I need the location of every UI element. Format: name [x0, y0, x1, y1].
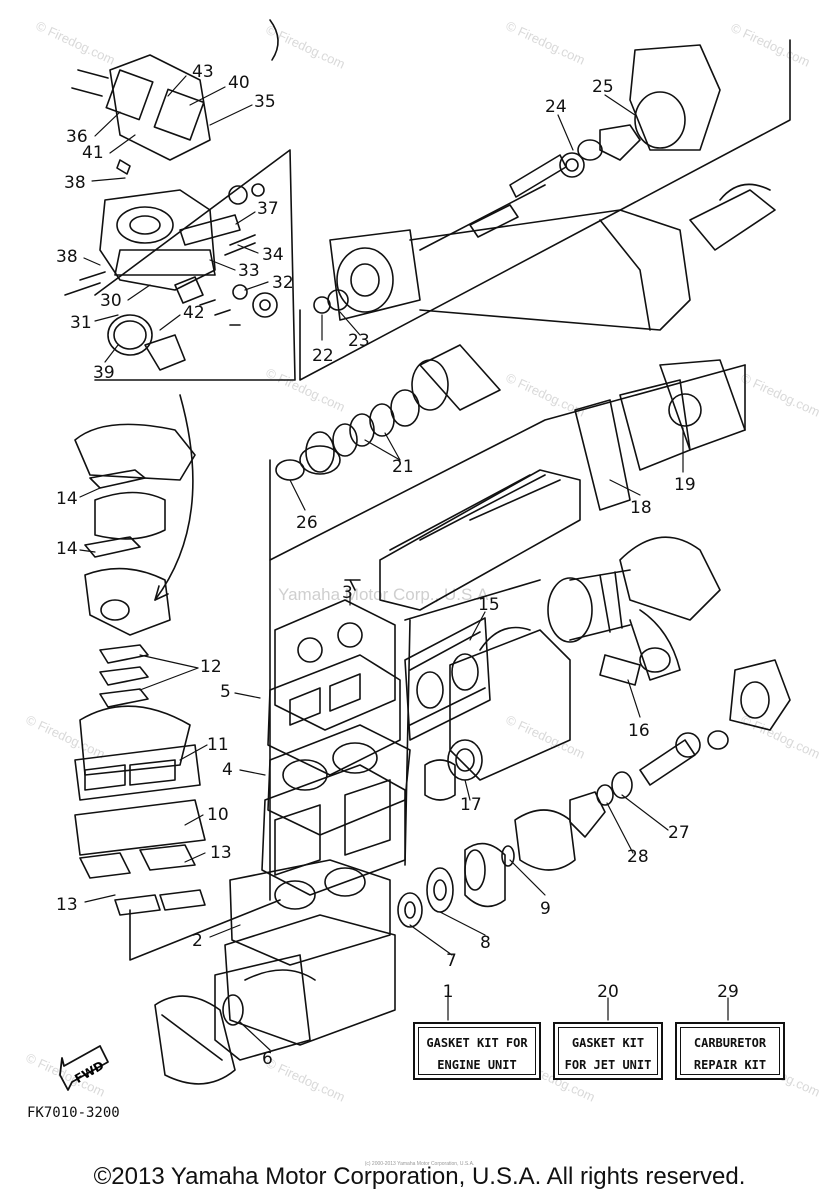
callout-label: 2 — [192, 931, 203, 951]
leader-lines — [79, 75, 729, 1051]
fwd-arrow — [59, 1045, 109, 1091]
intake-assembly — [74, 423, 281, 961]
kit-box-carb-repair: CARBURETOR REPAIR KIT — [675, 1022, 785, 1080]
callout-label: 10 — [207, 805, 229, 825]
callout-label: 13 — [210, 843, 232, 863]
callout-label: 32 — [272, 273, 294, 293]
callout-label: 35 — [254, 92, 276, 112]
kit-line: CARBURETOR — [693, 1036, 767, 1050]
kit-box-jet-gasket: GASKET KIT FOR JET UNIT — [553, 1022, 663, 1080]
callout-label: 18 — [630, 498, 652, 518]
callout-label: 25 — [592, 77, 614, 97]
callout-label: 14 — [56, 539, 78, 559]
callout-label: 15 — [478, 595, 500, 615]
callout-label: 42 — [183, 303, 205, 323]
callout-label: 3 — [342, 583, 353, 603]
callout-label: 6 — [262, 1049, 273, 1069]
callout-label: 31 — [70, 313, 92, 333]
figure-code: FK7010-3200 — [27, 1105, 120, 1121]
callout-label: 21 — [392, 457, 414, 477]
callout-label: 17 — [460, 795, 482, 815]
callout-label: 37 — [257, 199, 279, 219]
callout-label: 26 — [296, 513, 318, 533]
engine-block — [261, 579, 641, 896]
callout-label: 4 — [222, 760, 233, 780]
callout-label: 14 — [56, 489, 78, 509]
callout-label: 24 — [545, 97, 567, 117]
callout-label: 28 — [627, 847, 649, 867]
callout-label: 30 — [100, 291, 122, 311]
callout-label: 22 — [312, 346, 334, 366]
callout-label: 13 — [56, 895, 78, 915]
exhaust-assembly — [547, 536, 791, 731]
callout-label: 12 — [200, 657, 222, 677]
kit-line: FOR JET UNIT — [564, 1058, 652, 1072]
reference-arrow — [154, 394, 194, 601]
kit-line: GASKET KIT — [571, 1036, 645, 1050]
callout-label: 38 — [64, 173, 86, 193]
callout-label: 34 — [262, 245, 284, 265]
kit-box-engine-gasket: GASKET KIT FOR ENGINE UNIT — [413, 1022, 541, 1080]
callout-label: 19 — [674, 475, 696, 495]
fwd-label: FWD — [72, 1058, 106, 1086]
kit-number: 1 — [442, 982, 454, 1002]
callout-label: 39 — [93, 363, 115, 383]
callout-label: 38 — [56, 247, 78, 267]
jet-unit-assembly — [299, 39, 791, 381]
small-print: (c) 2000-2013 Yamaha Motor Corporation, … — [364, 1161, 475, 1167]
crankcase-assembly — [154, 730, 729, 1085]
kit-line: ENGINE UNIT — [437, 1058, 517, 1072]
copyright-notice: ©2013 Yamaha Motor Corporation, U.S.A. A… — [93, 1163, 746, 1190]
callout-label: 16 — [628, 721, 650, 741]
callout-label: 41 — [82, 143, 104, 163]
callout-label: 27 — [668, 823, 690, 843]
kit-line: REPAIR KIT — [693, 1058, 767, 1072]
callout-label: 9 — [540, 899, 551, 919]
callout-label: 36 — [66, 127, 88, 147]
driveshaft-housing — [269, 344, 746, 611]
kit-number: 20 — [597, 982, 619, 1002]
callout-label: 5 — [220, 682, 231, 702]
callout-label: 8 — [480, 933, 491, 953]
callout-label: 40 — [228, 73, 250, 93]
kit-number: 29 — [717, 982, 739, 1002]
callout-label: 33 — [238, 261, 260, 281]
carburetor-assembly — [64, 19, 296, 381]
callout-label: 43 — [192, 62, 214, 82]
kit-line: GASKET KIT FOR — [426, 1036, 528, 1050]
callout-label: 7 — [446, 951, 457, 971]
callout-label: 11 — [207, 735, 229, 755]
callout-label: 23 — [348, 331, 370, 351]
